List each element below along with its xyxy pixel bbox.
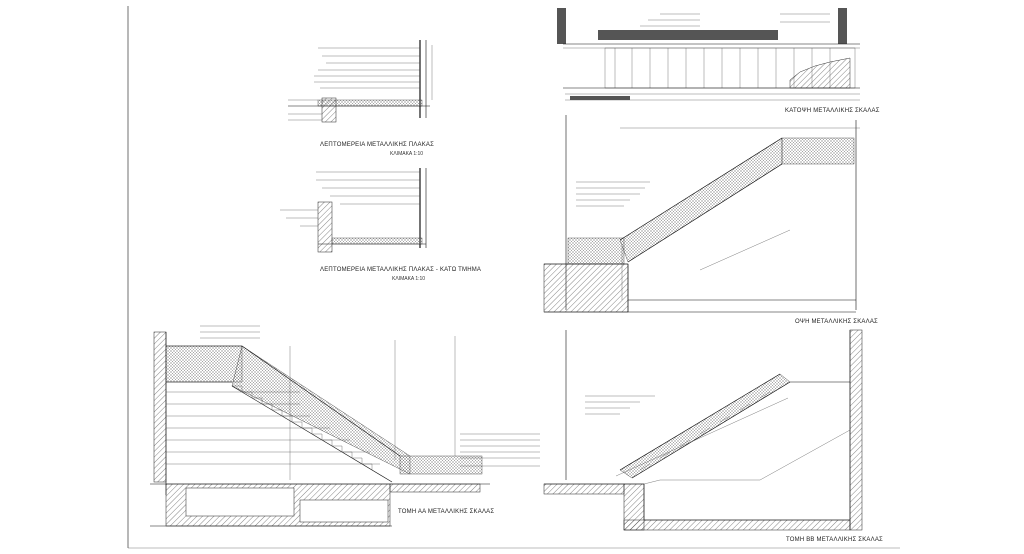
detail-bottom-scale: ΚΛΙΜΑΚΑ 1:10	[392, 276, 425, 282]
detail-top-drawing	[288, 40, 433, 123]
elevation-right-title: ΟΨΗ ΜΕΤΑΛΛΙΚΗΣ ΣΚΑΛΑΣ	[795, 319, 878, 325]
detail-bottom-title: ΛΕΠΤΟΜΕΡΕΙΑ ΜΕΤΑΛΛΙΚΗΣ ΠΛΑΚΑΣ - ΚΑΤΩ ΤΜΗ…	[320, 267, 481, 273]
elevation-top-drawing	[557, 8, 860, 101]
section-aa-drawing	[150, 325, 540, 527]
elevation-right-drawing	[543, 115, 860, 313]
detail-top-title: ΛΕΠΤΟΜΕΡΕΙΑ ΜΕΤΑΛΛΙΚΗΣ ΠΛΑΚΑΣ	[320, 142, 434, 148]
section-aa-title: ΤΟΜΗ ΑΑ ΜΕΤΑΛΛΙΚΗΣ ΣΚΑΛΑΣ	[398, 509, 494, 515]
elevation-top-title: ΚΑΤΟΨΗ ΜΕΤΑΛΛΙΚΗΣ ΣΚΑΛΑΣ	[785, 108, 880, 114]
section-bb-title: ΤΟΜΗ ΒΒ ΜΕΤΑΛΛΙΚΗΣ ΣΚΑΛΑΣ	[786, 537, 883, 543]
detail-bottom-drawing	[280, 168, 427, 253]
sheet-border	[127, 6, 900, 549]
section-bb-drawing	[543, 329, 863, 531]
detail-top-scale: ΚΛΙΜΑΚΑ 1:10	[390, 151, 423, 157]
